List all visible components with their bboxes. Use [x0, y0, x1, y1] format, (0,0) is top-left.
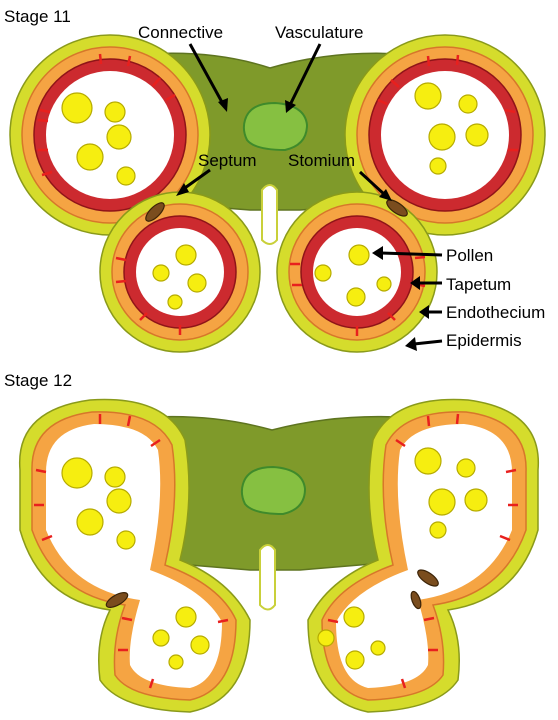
label-stomium: Stomium	[288, 151, 355, 170]
arrow-pollen	[380, 253, 442, 255]
label-epidermis: Epidermis	[446, 331, 522, 350]
arrowhead-epidermis	[405, 337, 417, 351]
stage-12-cross-section	[20, 400, 539, 713]
label-septum: Septum	[198, 151, 257, 170]
vasculature	[244, 103, 307, 150]
stage-11-title: Stage 11	[4, 7, 71, 26]
label-tapetum: Tapetum	[446, 275, 511, 294]
label-endothecium: Endothecium	[446, 303, 545, 322]
stage-12-title: Stage 12	[4, 371, 72, 390]
vasculature-stage-12	[242, 467, 305, 514]
label-connective: Connective	[138, 23, 223, 42]
label-vasculature: Vasculature	[275, 23, 364, 42]
septum-slit	[262, 185, 277, 244]
septum-slit-stage-12	[260, 545, 275, 610]
label-pollen: Pollen	[446, 246, 493, 265]
arrow-epidermis	[414, 341, 442, 344]
